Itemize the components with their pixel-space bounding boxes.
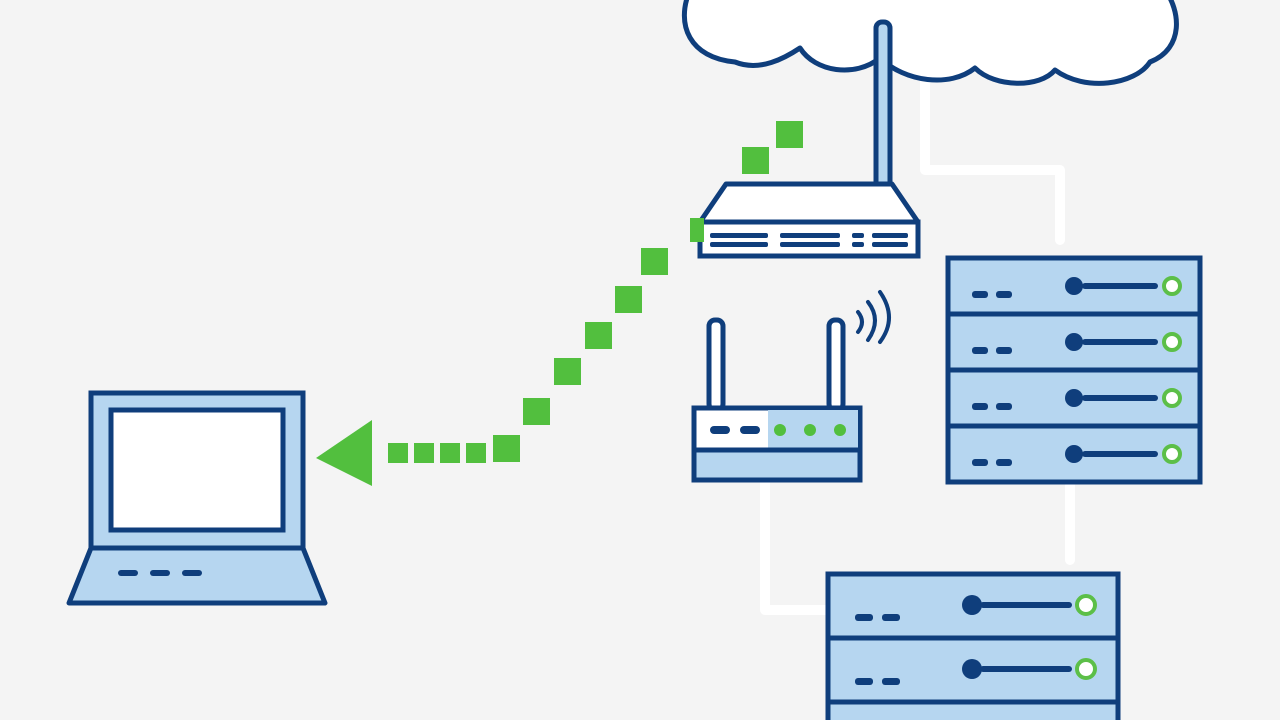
laptop-screen <box>108 407 286 533</box>
wireless-router-icon <box>691 290 891 483</box>
data-flow-path <box>316 121 803 486</box>
server-unit <box>972 276 1182 298</box>
flow-dot <box>742 147 769 174</box>
flow-dot <box>440 443 460 463</box>
cloud-icon <box>681 0 1179 86</box>
flow-arrowhead <box>316 420 372 486</box>
server-unit <box>972 332 1182 354</box>
server-rack-1-unit-details <box>972 276 1182 466</box>
server-rack-1-units <box>948 311 1200 429</box>
flow-dot <box>690 218 704 242</box>
flow-dot <box>466 443 486 463</box>
flow-dot <box>776 121 803 148</box>
wifi-to-rack2-connector <box>760 475 835 615</box>
laptop-icon <box>66 390 328 606</box>
server-unit <box>855 594 1097 621</box>
wifi-port-2 <box>740 426 760 434</box>
flow-dot <box>388 443 408 463</box>
cloud-shape <box>681 0 1179 86</box>
wifi-antenna-right <box>826 317 846 413</box>
server-rack-icon <box>945 255 1203 485</box>
wifi-router-base <box>691 447 863 483</box>
server-unit <box>972 444 1182 466</box>
server-unit <box>972 388 1182 410</box>
wifi-antenna-left <box>706 317 726 413</box>
flow-dot <box>523 398 550 425</box>
flow-dot <box>585 322 612 349</box>
flow-dot <box>615 286 642 313</box>
router-antenna <box>873 19 893 195</box>
wifi-led-1 <box>774 424 786 436</box>
wifi-port-1 <box>710 426 730 434</box>
flow-dot <box>414 443 434 463</box>
connector-lines <box>760 65 1075 615</box>
wifi-led-3 <box>834 424 846 436</box>
router-ports <box>710 233 908 247</box>
server-rack-icon <box>825 571 1121 720</box>
router-front-panel <box>697 219 921 259</box>
wifi-signal-icon <box>856 290 891 344</box>
flow-dot <box>641 248 668 275</box>
server-unit <box>855 658 1097 685</box>
laptop-keys <box>118 570 202 576</box>
flow-dot <box>493 435 520 462</box>
router-top-panel <box>697 181 921 225</box>
router-icon <box>697 19 921 259</box>
wifi-led-2 <box>804 424 816 436</box>
cloud-to-rack-connector <box>920 65 1065 245</box>
flow-dot <box>554 358 581 385</box>
